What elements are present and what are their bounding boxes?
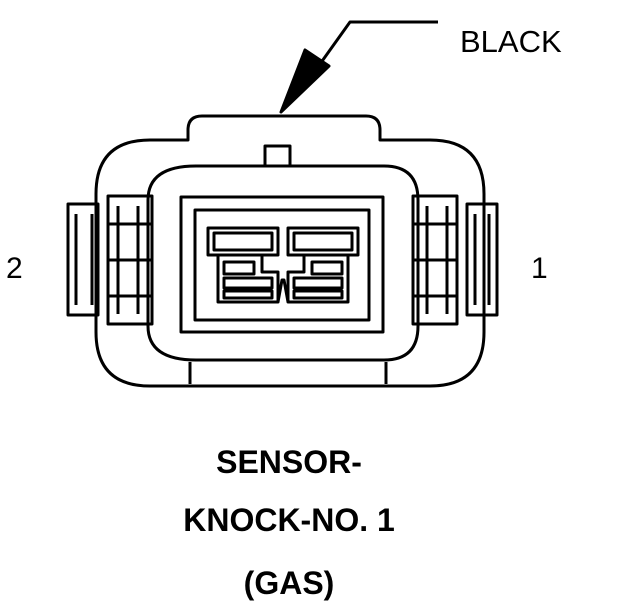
left-latch bbox=[66, 194, 154, 326]
leader-line bbox=[298, 20, 438, 93]
leader-arrowhead bbox=[279, 48, 331, 114]
terminal-cavity-inner bbox=[193, 208, 371, 322]
terminal-2 bbox=[206, 226, 280, 304]
pin-number-right: 1 bbox=[531, 252, 548, 285]
lock-tab bbox=[263, 144, 292, 168]
wire-color-label: BLACK bbox=[460, 24, 562, 59]
connector-housing bbox=[94, 114, 486, 388]
connector-title-line-2: KNOCK-NO. 1 bbox=[183, 502, 395, 538]
pin-number-left: 2 bbox=[6, 252, 23, 285]
connector-title-line-1: SENSOR- bbox=[216, 444, 362, 480]
terminal-1 bbox=[286, 226, 360, 304]
right-latch bbox=[411, 194, 499, 326]
polarizing-notch bbox=[276, 278, 290, 303]
connector-inner-face bbox=[146, 164, 420, 362]
connector-title-line-3: (GAS) bbox=[243, 565, 335, 601]
terminal-cavity-outer bbox=[179, 195, 385, 334]
